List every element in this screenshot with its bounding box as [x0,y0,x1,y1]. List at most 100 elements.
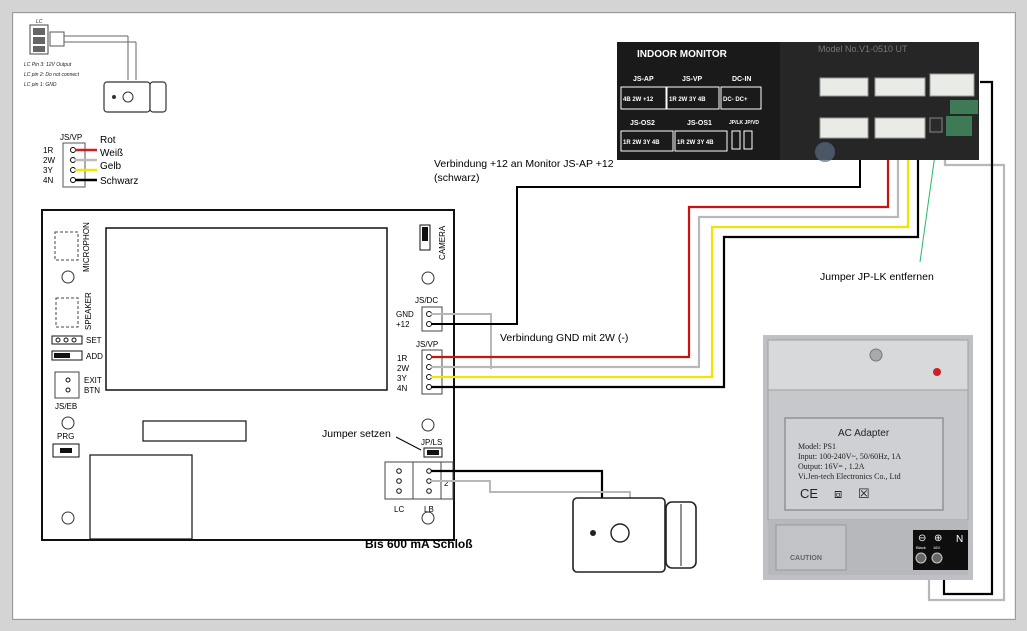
small-lock-bolt [149,81,167,113]
pointer-jumper-jpls [395,436,422,451]
label-3y: 3Y [397,374,407,383]
lock-keyhole [610,523,630,543]
lc-pin-3 [33,28,45,35]
wire-gnd-2w-bridge [431,313,492,369]
legend-connector [62,142,86,188]
port-jsap: JS-AP [633,76,654,83]
port-jsap-pins: 4B 2W +12 [623,97,654,103]
label-lb: LB [424,505,434,514]
socket-jsos2 [819,117,869,139]
label-2w: 2W [397,364,409,373]
note-remove-jumper: Jumper JP-LK entfernen [820,271,934,283]
label-lc: LC [394,505,404,514]
pcb-green [946,116,972,136]
port-jsos1-pins: 1R 2W 3Y 4B [677,140,714,146]
port-dcin-pins: DC- DC+ [723,97,748,103]
adapter-led [933,368,941,376]
mount-hole [61,270,75,284]
lc-module: LC LC Pin 3: 12V Output LC pin 2: Do not… [24,19,167,113]
jsvp-legend: JS/VP 1R 2W 3Y 4N Rot Weiß Gelb Schwarz [43,133,138,188]
port-jsos2: JS-OS2 [630,120,655,127]
lc-pin-2 [33,37,45,44]
wire-2w-white [431,128,900,369]
label-btn: BTN [84,386,100,395]
adapter-title: AC Adapter [838,428,890,439]
legend-color-rot: Rot [100,135,116,146]
legend-pin-1r: 1R [43,146,53,155]
label-jpls: JP/LS [421,438,442,447]
adapter-line-3: Output: 16V= , 1.2A [798,462,865,471]
legend-pin-2w: 2W [43,156,55,165]
port-jplk-jpvd: JP/LK JP/VD [729,120,759,126]
port-jsos1: JS-OS1 [687,120,712,127]
lc-pin-1 [33,46,45,52]
note-plus12: Verbindung +12 an Monitor JS-AP +12 [434,158,614,170]
lc-note-3: LC pin 1: GND [24,82,57,88]
weee-mark: ☒ [858,486,870,501]
indoor-monitor: INDOOR MONITOR Model No.V1-0510 UT JS-AP… [617,42,979,162]
label-lb-2: 2 [444,479,449,488]
socket-jsvp [874,77,926,97]
lc-note-2: LC pin 2: Do not connect [24,72,80,78]
terminal-16v-label: 16V [933,545,940,550]
lc-note-1: LC Pin 3: 12V Output [24,62,72,68]
label-camera: CAMERA [438,225,447,260]
monitor-title: INDOOR MONITOR [637,49,728,60]
legend-color-weiss: Weiß [100,148,123,159]
note-lock-limit: Bis 600 mA Schloß [365,537,473,551]
legend-color-schwarz: Schwarz [100,176,138,187]
terminal-plus: ⊕ [934,533,942,544]
wire-lock-black [431,469,604,498]
label-jsvp: JS/VP [416,340,438,349]
ac-adapter: AC Adapter Model: PS1 Input: 100-240V~, … [763,335,973,580]
double-insulation-mark: ⧈ [834,486,842,501]
label-exit: EXIT [84,376,102,385]
label-add: ADD [86,352,103,361]
note-set-jumper: Jumper setzen [322,428,391,440]
wire-dc-plus [942,80,994,596]
small-lock-keyhole [122,91,134,103]
socket-dcin [929,73,975,97]
socket-jsos1 [874,117,926,139]
label-jseb: JS/EB [55,402,77,411]
note-gnd-2w: Verbindung GND mit 2W (-) [500,332,628,344]
label-jsdc: JS/DC [415,296,438,305]
annotations: Verbindung +12 an Monitor JS-AP +12 (sch… [322,158,934,551]
adapter-line-1: Model: PS1 [798,442,836,451]
label-plus12: +12 [396,320,410,329]
adapter-label [784,417,944,511]
lc-title: LC [36,19,43,25]
legend-pin-4n: 4N [43,176,53,185]
label-prg: PRG [57,432,74,441]
note-plus12-sub: (schwarz) [434,172,480,184]
caution-label: CAUTION [790,555,822,562]
label-4n: 4N [397,384,407,393]
wire-lock-grey [431,480,631,498]
wire-1r-red [431,128,890,359]
ce-mark: CE [800,486,818,501]
port-jsvp-pins: 1R 2W 3Y 4B [669,97,706,103]
outdoor-unit-board: MICROPHON SPEAKER SET ADD EXIT BTN JS/EB… [41,209,455,541]
label-1r: 1R [397,354,407,363]
wire-4n-black [431,128,920,389]
legend-pin-3y: 3Y [43,166,53,175]
socket-jsap [819,77,869,97]
terminal-black-label: Black [916,545,926,550]
jumper-jplk [929,117,943,133]
port-jsvp: JS-VP [682,76,703,83]
legend-header: JS/VP [60,133,82,142]
port-dcin: DC-IN [732,76,751,83]
wire-3y-yellow [431,128,910,379]
label-speaker: SPEAKER [84,292,93,330]
label-gnd: GND [396,310,414,319]
display-area [105,227,388,391]
label-microphon: MICROPHON [82,222,91,272]
door-lock [572,497,697,573]
terminal-minus: ⊖ [918,533,926,544]
monitor-model: Model No.V1-0510 UT [818,44,908,54]
adapter-line-4: Vi.Jen-tech Electronics Co., Ltd [798,472,901,481]
port-jsos2-pins: 1R 2W 3Y 4B [623,140,660,146]
terminal-n: N [956,534,963,545]
